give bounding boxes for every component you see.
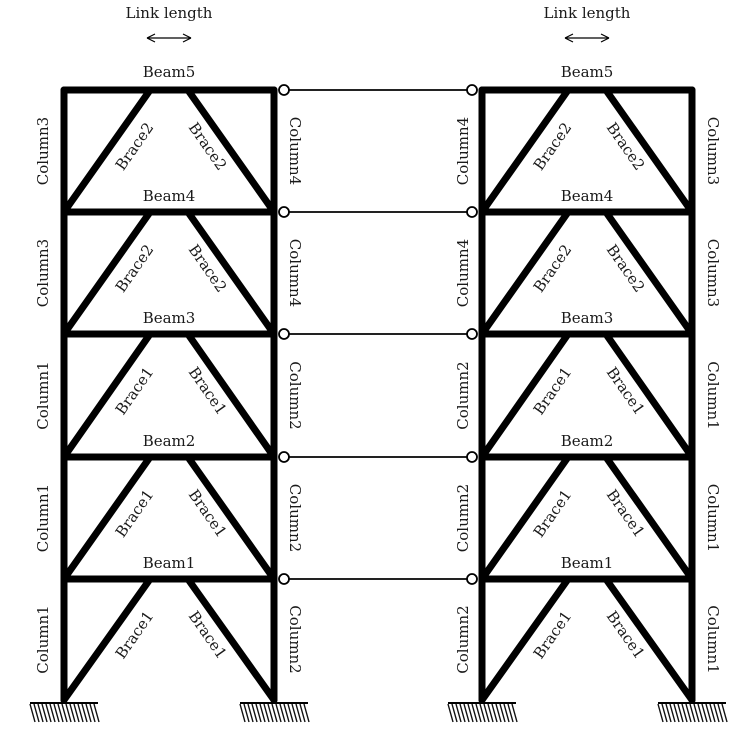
column-label-left: Column2 (454, 361, 472, 429)
right-brace-line (184, 453, 278, 583)
brace-label-left: Brace2 (112, 119, 158, 174)
pin-joint-icon (466, 206, 478, 218)
column-label-right: Column1 (704, 361, 722, 429)
column-label-left: Column1 (34, 605, 52, 673)
beam-label: Beam4 (561, 187, 614, 205)
fixed-support-icon (239, 702, 310, 723)
pin-joint-icon (278, 451, 290, 463)
beam-label: Beam1 (143, 554, 196, 572)
right-brace-line (602, 208, 696, 338)
beam-label: Beam3 (143, 309, 196, 327)
pin-joint-icon (278, 328, 290, 340)
left-brace-line (478, 575, 572, 704)
fixed-support-icon (29, 702, 100, 723)
beam-label: Beam5 (143, 63, 196, 81)
column-label-right: Column2 (286, 605, 304, 673)
left-brace-line (60, 330, 154, 461)
arrowhead-right-icon (600, 33, 610, 43)
column-label-left: Column4 (454, 239, 472, 307)
left-brace-line (60, 453, 154, 583)
brace-label-left: Brace1 (530, 486, 576, 541)
left-brace-line (60, 575, 154, 704)
beam-label: Beam1 (561, 554, 614, 572)
pin-joint-icon (278, 206, 290, 218)
right-brace-line (602, 86, 696, 216)
arrowhead-left-icon (564, 33, 574, 43)
column-label-left: Column2 (454, 605, 472, 673)
brace-label-left: Brace2 (112, 241, 158, 296)
pin-joint-icon (466, 328, 478, 340)
column-label-left: Column1 (34, 361, 52, 429)
column-label-right: Column2 (286, 361, 304, 429)
column-label-right: Column1 (704, 605, 722, 673)
left-brace-line (60, 86, 154, 216)
arrowhead-right-icon (182, 33, 192, 43)
right-brace-line (602, 330, 696, 461)
left-brace-line (478, 208, 572, 338)
right-brace-line (184, 575, 278, 704)
column-label-left: Column3 (34, 117, 52, 185)
column-label-left: Column4 (454, 117, 472, 185)
right-brace-line (602, 575, 696, 704)
pin-joint-icon (466, 451, 478, 463)
beam-label: Beam5 (561, 63, 614, 81)
fixed-support-icon (447, 702, 518, 723)
right-brace-line (602, 453, 696, 583)
column-label-right: Column3 (704, 117, 722, 185)
brace-label-left: Brace2 (530, 119, 576, 174)
left-brace-line (60, 208, 154, 338)
link-length-label: Link length (126, 4, 213, 22)
fixed-support-icon (657, 702, 728, 723)
brace-label-left: Brace2 (530, 241, 576, 296)
beam-label: Beam3 (561, 309, 614, 327)
beam-label: Beam2 (143, 432, 196, 450)
pin-joint-icon (278, 84, 290, 96)
left-brace-line (478, 330, 572, 461)
right-brace-line (184, 330, 278, 461)
brace-label-left: Brace1 (112, 486, 158, 541)
column-label-left: Column2 (454, 484, 472, 552)
link-beams (278, 84, 478, 585)
brace-label-left: Brace1 (530, 364, 576, 419)
link-length-label: Link length (544, 4, 631, 22)
beam-label: Beam2 (561, 432, 614, 450)
column-label-right: Column4 (286, 117, 304, 185)
arrowhead-left-icon (146, 33, 156, 43)
column-label-right: Column3 (704, 239, 722, 307)
right-brace-line (184, 86, 278, 216)
column-label-right: Column2 (286, 484, 304, 552)
column-label-left: Column3 (34, 239, 52, 307)
brace-label-left: Brace1 (112, 364, 158, 419)
pin-joint-icon (278, 573, 290, 585)
pin-joint-icon (466, 573, 478, 585)
pin-joint-icon (466, 84, 478, 96)
column-label-right: Column4 (286, 239, 304, 307)
column-label-right: Column1 (704, 484, 722, 552)
brace-label-left: Brace1 (112, 608, 158, 663)
column-label-left: Column1 (34, 484, 52, 552)
beam-label: Beam4 (143, 187, 196, 205)
left-brace-line (478, 453, 572, 583)
left-brace-line (478, 86, 572, 216)
right-brace-line (184, 208, 278, 338)
brace-label-left: Brace1 (530, 608, 576, 663)
